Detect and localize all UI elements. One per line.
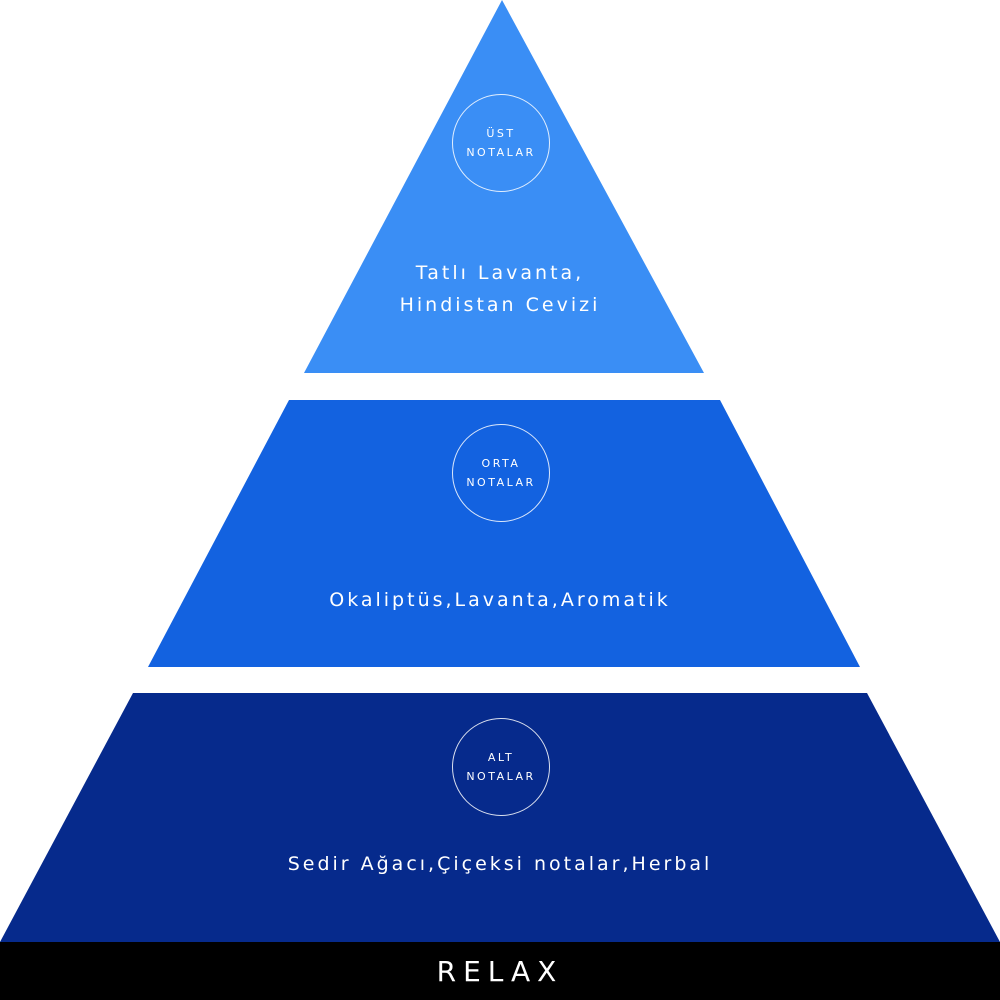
top-notes-text-line1: Tatlı Lavanta,	[415, 262, 585, 284]
bottom-notes-badge-line1: ALT	[487, 751, 515, 764]
middle-notes-text: Okaliptüs,Lavanta,Aromatik	[0, 584, 1000, 616]
top-notes-text-line2: Hindistan Cevizi	[399, 294, 601, 316]
middle-tier-trapezoid	[148, 400, 860, 667]
bottom-notes-text-line: Sedir Ağacı,Çiçeksi notalar,Herbal	[287, 853, 713, 875]
middle-notes-text-line: Okaliptüs,Lavanta,Aromatik	[329, 589, 671, 611]
bottom-notes-badge: ALT NOTALAR	[452, 718, 550, 816]
middle-notes-badge: ORTA NOTALAR	[452, 424, 550, 522]
top-notes-text: Tatlı Lavanta, Hindistan Cevizi	[0, 257, 1000, 321]
top-notes-badge-line2: NOTALAR	[466, 146, 536, 159]
bottom-notes-badge-line2: NOTALAR	[466, 770, 536, 783]
footer-label: RELAX	[436, 954, 564, 988]
middle-notes-badge-line2: NOTALAR	[466, 476, 536, 489]
middle-notes-badge-line1: ORTA	[481, 457, 521, 470]
bottom-tier-trapezoid	[0, 693, 1000, 942]
bottom-notes-text: Sedir Ağacı,Çiçeksi notalar,Herbal	[0, 848, 1000, 880]
footer-bar: RELAX	[0, 942, 1000, 1000]
top-notes-badge-line1: ÜST	[486, 127, 516, 140]
top-notes-badge: ÜST NOTALAR	[452, 94, 550, 192]
